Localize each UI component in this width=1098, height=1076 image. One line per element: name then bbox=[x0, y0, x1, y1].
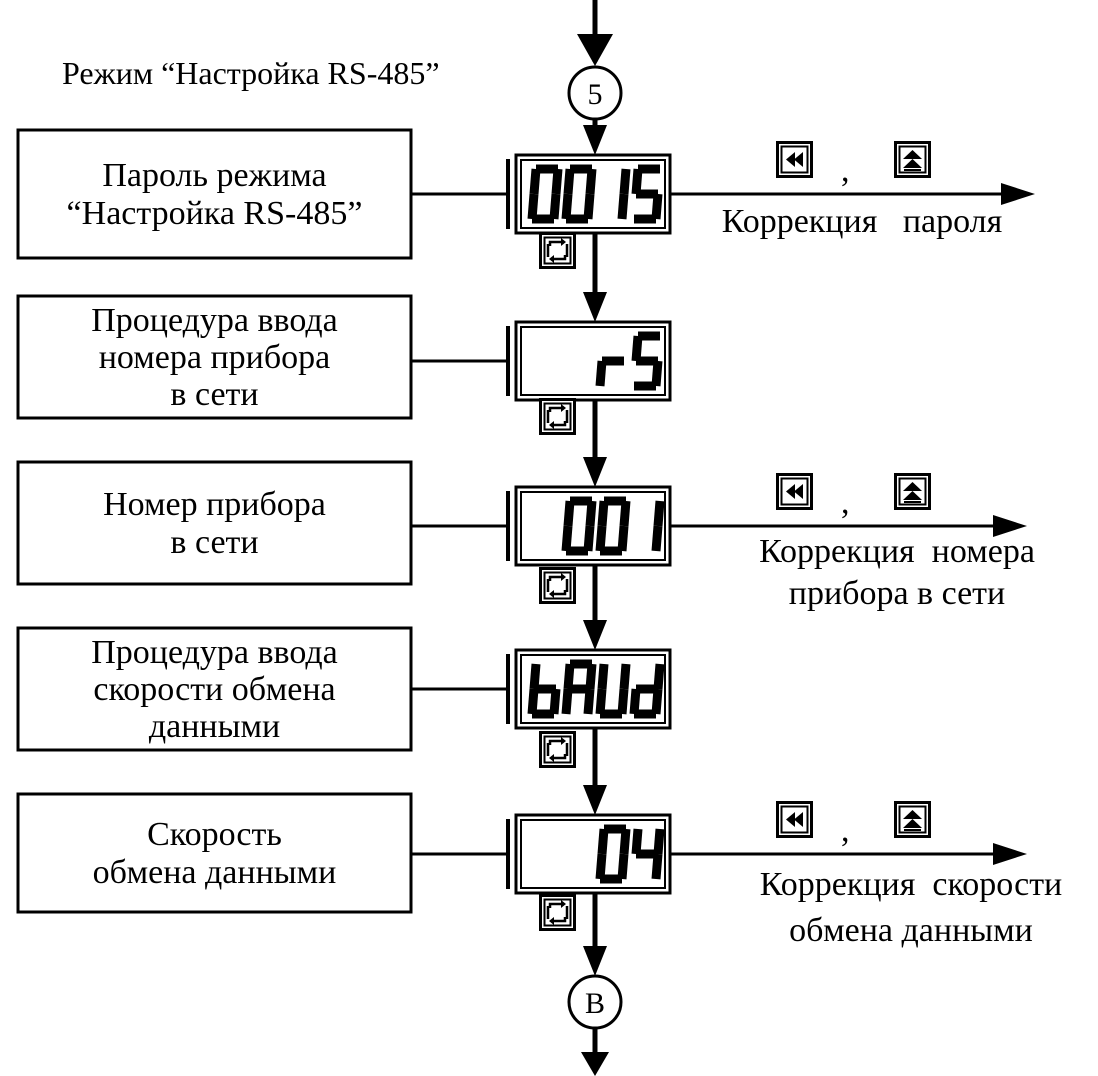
led-display bbox=[514, 648, 672, 730]
arrowhead bbox=[583, 620, 607, 650]
keys-separator: , bbox=[841, 812, 850, 849]
display-segment bbox=[583, 525, 595, 552]
display-segment bbox=[619, 500, 631, 527]
arrowhead bbox=[583, 785, 607, 815]
correction-label: Коррекция номера bbox=[759, 533, 1035, 570]
up-key-icon bbox=[894, 801, 931, 838]
led-display bbox=[514, 320, 672, 402]
arrowhead bbox=[583, 292, 607, 322]
display-segment bbox=[561, 688, 573, 715]
description-line: Номер прибора bbox=[103, 486, 326, 523]
description-line: Скорость bbox=[147, 816, 282, 853]
led-display bbox=[514, 813, 672, 895]
led-display bbox=[514, 485, 672, 567]
description-line: в сети bbox=[170, 376, 258, 413]
mode-title: Режим “Настройка RS-485” bbox=[62, 55, 440, 91]
arrowhead bbox=[993, 515, 1027, 537]
description-line: в сети bbox=[170, 524, 258, 561]
description-box bbox=[16, 626, 413, 752]
display-segment bbox=[585, 663, 597, 690]
description-line: обмена данными bbox=[93, 854, 337, 891]
display-segment bbox=[563, 500, 575, 527]
arrowhead bbox=[583, 946, 607, 976]
description-box bbox=[16, 792, 413, 914]
arrowhead bbox=[993, 843, 1027, 865]
description-box bbox=[16, 128, 413, 260]
display-segment bbox=[597, 663, 609, 690]
arrowhead bbox=[583, 457, 607, 487]
correction-label: прибора в сети bbox=[789, 575, 1005, 612]
correction-label: Коррекция скорости bbox=[760, 866, 1063, 903]
led-display bbox=[514, 153, 672, 235]
display-segment bbox=[619, 828, 631, 855]
display-segment bbox=[597, 828, 609, 855]
display-segment bbox=[549, 193, 561, 220]
display-segment bbox=[595, 688, 607, 715]
description-line: данными bbox=[149, 708, 280, 745]
display-segment bbox=[527, 688, 539, 715]
display-segment bbox=[527, 193, 539, 220]
up-key-icon bbox=[894, 473, 931, 510]
display-segment bbox=[617, 525, 629, 552]
display-segment bbox=[617, 688, 629, 715]
display-segment bbox=[617, 853, 629, 880]
display-segment bbox=[551, 168, 563, 195]
display-segment bbox=[585, 500, 597, 527]
display-segment bbox=[583, 193, 595, 220]
arrowhead bbox=[583, 125, 607, 155]
description-line: скорости обмена bbox=[93, 671, 335, 708]
display-segment bbox=[619, 168, 631, 195]
cycle-key-icon bbox=[539, 232, 576, 269]
display-segment bbox=[595, 525, 607, 552]
display-segment bbox=[585, 168, 597, 195]
arrowhead bbox=[581, 1052, 609, 1076]
description-line: Процедура ввода bbox=[91, 634, 338, 671]
up-key-icon bbox=[894, 141, 931, 178]
keys-separator: , bbox=[841, 484, 850, 521]
display-segment bbox=[561, 193, 573, 220]
display-segment bbox=[651, 525, 663, 552]
rewind-key-icon bbox=[776, 141, 813, 178]
display-segment bbox=[617, 193, 629, 220]
description-line: “Настройка RS-485” bbox=[67, 195, 363, 232]
description-line: Пароль режима bbox=[102, 157, 326, 194]
display-segment bbox=[595, 360, 607, 387]
cycle-key-icon bbox=[539, 894, 576, 931]
display-segment bbox=[529, 168, 541, 195]
arrowhead bbox=[1001, 183, 1035, 205]
display-segment bbox=[563, 168, 575, 195]
rewind-key-icon bbox=[776, 801, 813, 838]
cycle-key-icon bbox=[539, 567, 576, 604]
cycle-key-icon bbox=[539, 731, 576, 768]
display-segment bbox=[653, 500, 665, 527]
keys-separator: , bbox=[841, 152, 850, 189]
connector-top-label: 5 bbox=[588, 78, 603, 111]
display-segment bbox=[561, 525, 573, 552]
display-segment bbox=[595, 853, 607, 880]
display-segment bbox=[629, 688, 641, 715]
rewind-key-icon bbox=[776, 473, 813, 510]
correction-label: обмена данными bbox=[789, 912, 1033, 949]
display-segment bbox=[653, 828, 665, 855]
description-line: Процедура ввода bbox=[91, 302, 338, 339]
flow-step: Пароль режима“Настройка RS-485”, Коррекци… bbox=[16, 128, 1035, 269]
description-box bbox=[16, 294, 413, 420]
display-segment bbox=[619, 663, 631, 690]
description-line: номера прибора bbox=[99, 339, 331, 376]
correction-label: Коррекция пароля bbox=[722, 203, 1003, 240]
display-segment bbox=[653, 663, 665, 690]
display-segment bbox=[597, 500, 609, 527]
connector-bottom-label: B bbox=[585, 987, 605, 1020]
description-box bbox=[16, 460, 413, 586]
arrowhead bbox=[577, 34, 613, 66]
cycle-key-icon bbox=[539, 398, 576, 435]
